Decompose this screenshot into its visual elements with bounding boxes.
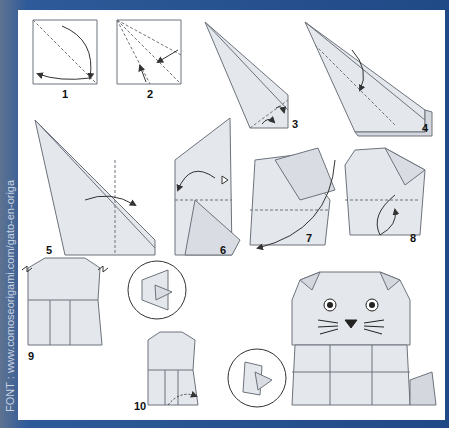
step-number: 2 [147,88,153,100]
step-number: 6 [220,244,226,256]
step-number: 8 [410,232,416,244]
step-number: 9 [28,350,34,362]
source-watermark: FONT : www.comoseorigami.com/gato-en-ori… [4,180,16,412]
step-number: 5 [46,244,52,256]
step-number: 3 [292,118,298,130]
step-number: 1 [62,88,68,100]
step-number: 7 [306,232,312,244]
step-number: 10 [134,400,146,412]
step-number: 4 [422,122,428,134]
